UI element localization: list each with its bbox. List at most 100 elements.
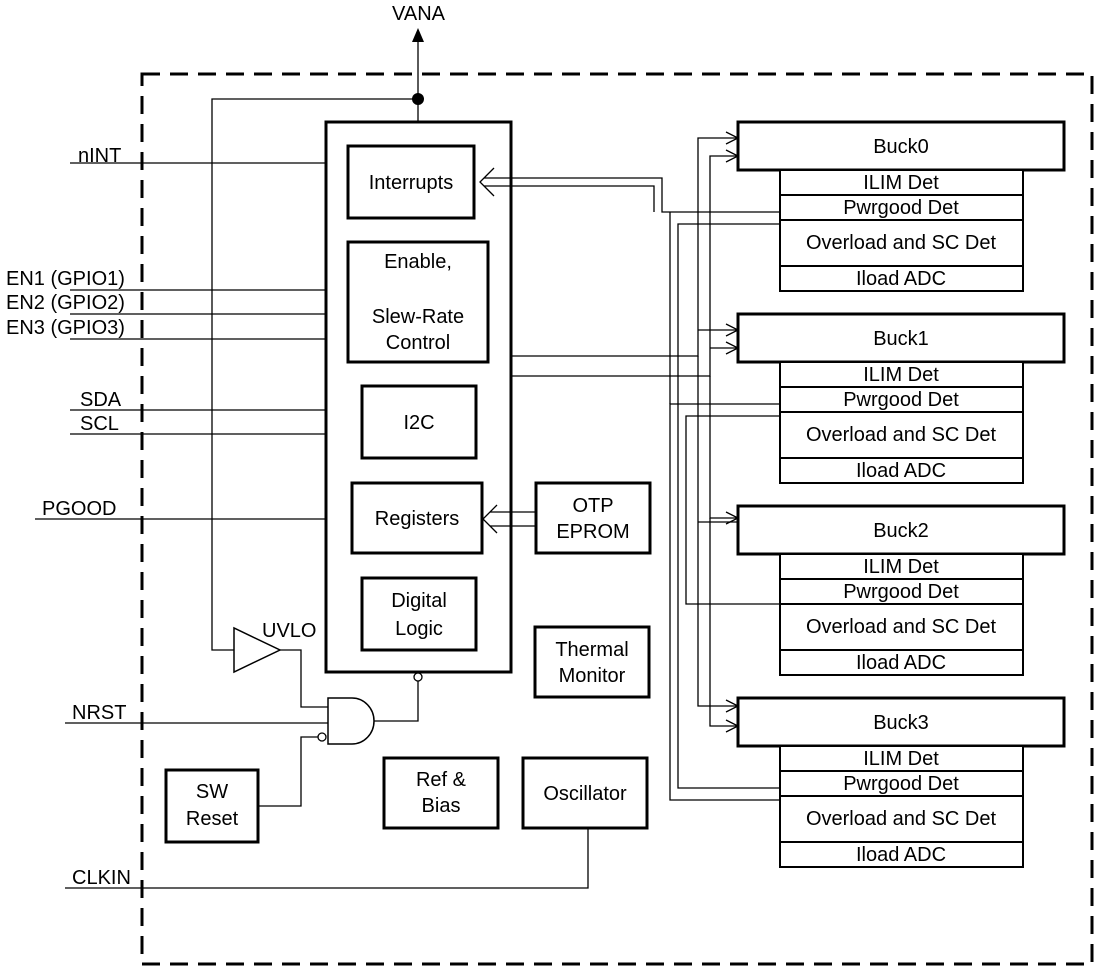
uvlo-label: UVLO: [262, 620, 316, 642]
buck1-pwrgood-box: [779, 386, 1024, 413]
buck1-block: [736, 312, 1066, 364]
buck3-iload-box: [779, 841, 1024, 868]
buck3-iload-label: Iload ADC: [856, 844, 946, 866]
status-bus-b: [669, 403, 780, 801]
buck3-block: [736, 696, 1066, 748]
buck0-ilim-box: [779, 169, 1024, 196]
sw-reset-block: [164, 768, 260, 844]
ctrl-bus-b: [512, 155, 738, 377]
buck3-ilim-label: ILIM Det: [863, 748, 939, 770]
pin-en3: EN3 (GPIO3): [6, 317, 125, 339]
interrupts-label: Interrupts: [369, 172, 453, 194]
buck0-ilim-label: ILIM Det: [863, 172, 939, 194]
pin-clkin: CLKIN: [72, 867, 131, 889]
otp-arrow-icon: [482, 504, 498, 534]
sw-reset-label-2: Reset: [186, 808, 239, 830]
buck2-overload-label: Overload and SC Det: [806, 616, 997, 638]
status-bus-a: [677, 223, 780, 789]
ref-bias-block: [382, 756, 500, 830]
buck2-iload-box: [779, 649, 1024, 676]
buck1-label: Buck1: [873, 328, 929, 350]
buck2-label: Buck2: [873, 520, 929, 542]
pin-scl: SCL: [80, 413, 119, 435]
buck1-ilim-label: ILIM Det: [863, 364, 939, 386]
buck3-overload-label: Overload and SC Det: [806, 808, 997, 830]
enable-label-2: Slew-Rate: [372, 306, 464, 328]
buck0-iload-box: [779, 265, 1024, 292]
buck0-overload-label: Overload and SC Det: [806, 232, 997, 254]
int-bus-a: [484, 177, 780, 213]
pin-nint: nINT: [78, 145, 121, 167]
buck0-pwrgood-box: [779, 194, 1024, 221]
registers-label: Registers: [375, 508, 459, 530]
and-gate-icon: [327, 697, 375, 745]
reset-inverter-icon: [413, 672, 423, 682]
thermal-monitor-block: [533, 625, 651, 699]
vana-label: VANA: [392, 3, 446, 25]
ctrl-bus-b3: [709, 518, 738, 727]
buck3-pwrgood-label: Pwrgood Det: [843, 773, 959, 795]
buck0-label: Buck0: [873, 136, 929, 158]
otp-eprom-block: [534, 481, 652, 555]
oscillator-block: [521, 756, 649, 830]
interrupts-block: [346, 144, 476, 220]
pin-en1: EN1 (GPIO1): [6, 268, 125, 290]
and-gate-inverter-icon: [317, 732, 327, 742]
sw-reset-label-1: SW: [196, 781, 228, 803]
buck3-pwrgood-box: [779, 770, 1024, 797]
i2c-block: [360, 384, 478, 460]
ctrl-bus-down-b: [709, 376, 738, 519]
buck2-ilim-box: [779, 553, 1024, 580]
buck2-group: Buck2 ILIM Det Pwrgood Det Overload and …: [736, 504, 1066, 676]
int-arrow-icon: [479, 167, 495, 197]
ctrl-bus-a: [512, 137, 738, 357]
buck2-pwrgood-label: Pwrgood Det: [843, 581, 959, 603]
buck1-overload-box: [779, 411, 1024, 459]
status-bus-c: [685, 415, 780, 605]
buck0-group: Buck0 ILIM Det Pwrgood Det Overload and …: [736, 120, 1066, 292]
thermal-label-2: Monitor: [559, 665, 626, 687]
int-bus-b: [484, 185, 655, 212]
enable-block: [346, 240, 490, 364]
pin-nrst: NRST: [72, 702, 126, 724]
digital-logic-label-2: Logic: [395, 618, 443, 640]
registers-block: [350, 481, 484, 555]
pin-en2: EN2 (GPIO2): [6, 292, 125, 314]
enable-label-3: Control: [386, 332, 450, 354]
oscillator-label: Oscillator: [543, 783, 627, 805]
buck3-ilim-box: [779, 745, 1024, 772]
uvlo-feed-wire: [211, 98, 418, 651]
buck3-group: Buck3 ILIM Det Pwrgood Det Overload and …: [736, 696, 1066, 868]
buck1-overload-label: Overload and SC Det: [806, 424, 997, 446]
pin-sda: SDA: [80, 389, 122, 411]
buck0-pwrgood-label: Pwrgood Det: [843, 197, 959, 219]
otp-label-2: EPROM: [556, 521, 629, 543]
pin-pgood: PGOOD: [42, 498, 116, 520]
clkin-wire: [65, 829, 589, 889]
otp-label-1: OTP: [572, 495, 613, 517]
buck2-ilim-label: ILIM Det: [863, 556, 939, 578]
buck1-iload-label: Iload ADC: [856, 460, 946, 482]
buck1-pwrgood-label: Pwrgood Det: [843, 389, 959, 411]
thermal-label-1: Thermal: [555, 639, 628, 661]
i2c-label: I2C: [403, 412, 434, 434]
sw-reset-wire: [258, 736, 318, 807]
buck1-group: Buck1 ILIM Det Pwrgood Det Overload and …: [736, 312, 1066, 484]
buck0-iload-label: Iload ADC: [856, 268, 946, 290]
enable-label-1: Enable,: [384, 251, 452, 273]
buck0-block: [736, 120, 1066, 172]
digital-logic-label-1: Digital: [391, 590, 447, 612]
buck0-overload-box: [779, 219, 1024, 267]
buck2-iload-label: Iload ADC: [856, 652, 946, 674]
and-out-wire: [374, 681, 419, 722]
digital-logic-block: [360, 576, 478, 652]
ctrl-bus-down-a: [697, 356, 738, 707]
vana-arrow-icon: [412, 28, 424, 42]
ref-bias-label-1: Ref &: [416, 769, 467, 791]
uvlo-buffer-icon: [233, 626, 282, 674]
buck1-iload-box: [779, 457, 1024, 484]
ref-bias-label-2: Bias: [422, 795, 461, 817]
buck3-label: Buck3: [873, 712, 929, 734]
uvlo-out-wire: [280, 649, 328, 708]
